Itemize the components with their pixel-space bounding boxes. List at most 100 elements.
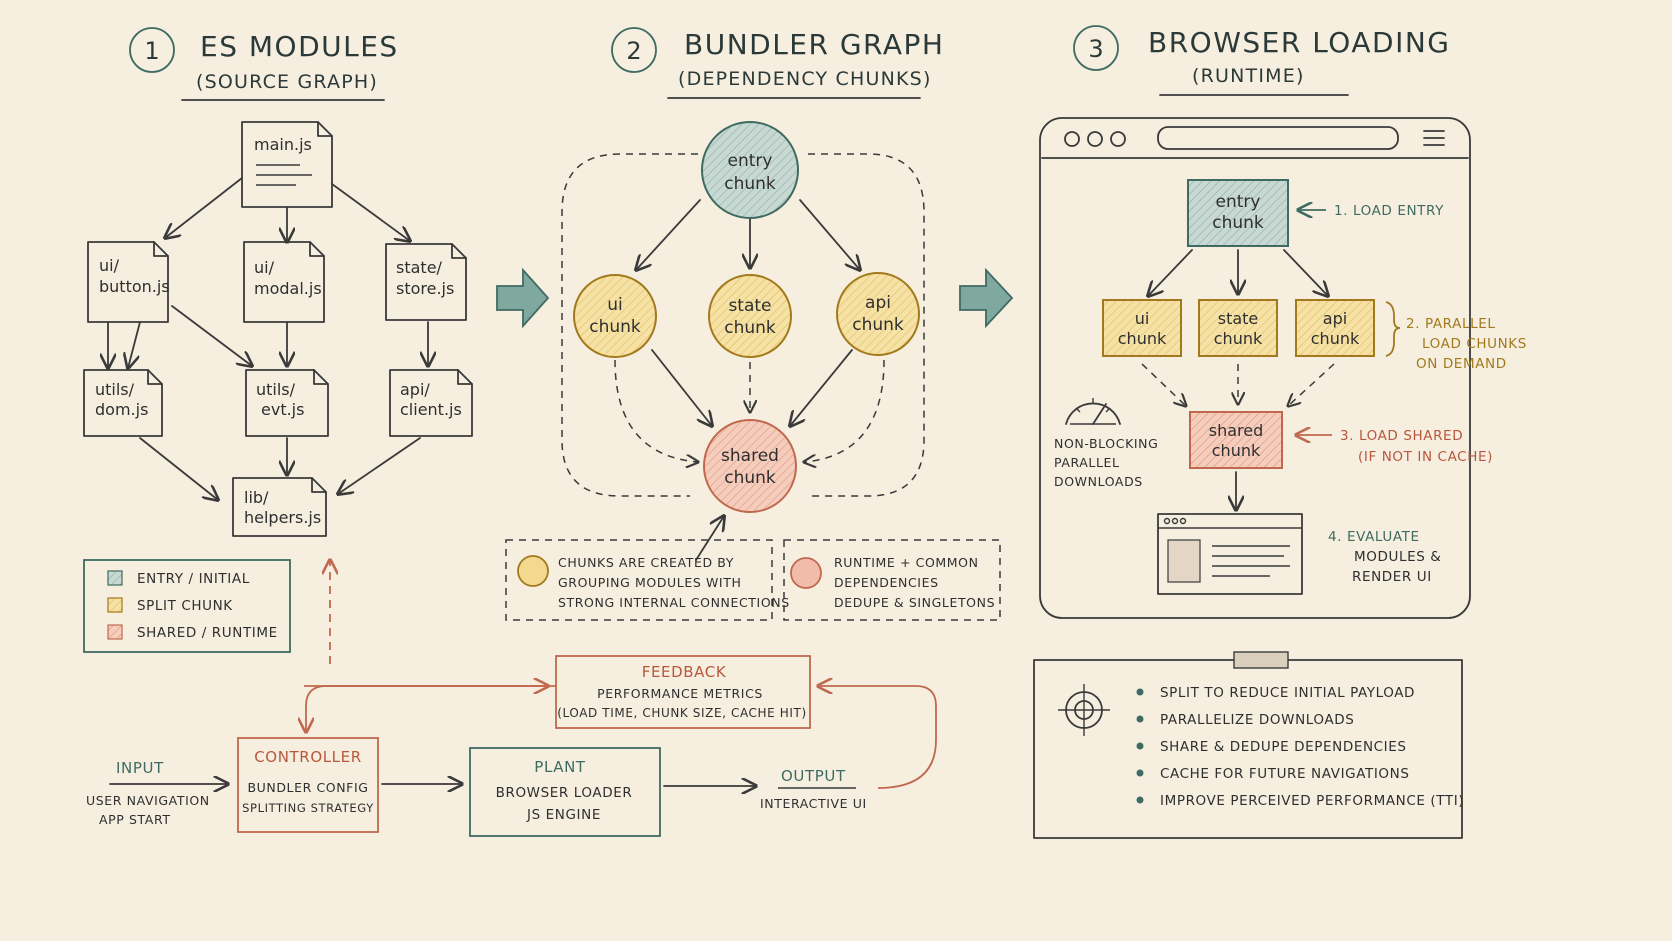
legend-shared-swatch xyxy=(107,624,123,640)
legend-entry-label: ENTRY / INITIAL xyxy=(137,571,250,587)
tape-decoration xyxy=(1233,651,1289,669)
browser-shared-line1: shared xyxy=(1209,421,1264,440)
section-1-header: 1 ES MODULES (SOURCE GRAPH) xyxy=(129,27,397,101)
plant-title: PLANT xyxy=(534,758,586,776)
legend-shared-label: SHARED / RUNTIME xyxy=(137,625,278,641)
legend-split-label: SPLIT CHUNK xyxy=(137,598,233,614)
note-grouping-line3: STRONG INTERNAL CONNECTIONS xyxy=(558,595,790,610)
goal-bullet xyxy=(1136,769,1144,777)
chunk-boundary-right xyxy=(808,153,925,497)
section-3-subtitle: (RUNTIME) xyxy=(1192,65,1305,87)
goal-item: SPLIT TO REDUCE INITIAL PAYLOAD xyxy=(1160,685,1415,701)
node-ui-line1: ui xyxy=(607,295,623,315)
legend-entry-swatch xyxy=(107,570,123,586)
note-grouping-dot xyxy=(517,555,549,587)
step3-line2: (IF NOT IN CACHE) xyxy=(1358,449,1493,465)
step4-line2: MODULES & xyxy=(1354,549,1441,565)
goals-panel: SPLIT TO REDUCE INITIAL PAYLOAD PARALLELI… xyxy=(1033,651,1464,839)
edge-api-shared xyxy=(790,349,853,426)
arrow-1-to-2 xyxy=(496,267,550,329)
file-utils-evt: utils/ evt.js xyxy=(245,369,329,437)
goal-item: SHARE & DEDUPE DEPENDENCIES xyxy=(1160,739,1407,755)
browser-state-line1: state xyxy=(1218,309,1259,328)
edge-button-dom-2 xyxy=(128,321,141,368)
edge-entry-ui xyxy=(636,199,701,270)
file-main-js: main.js xyxy=(241,121,333,208)
step4-line3: RENDER UI xyxy=(1352,569,1432,585)
goal-bullet xyxy=(1136,742,1144,750)
file-modal-dir: ui/ xyxy=(254,258,275,277)
controller-line1: BUNDLER CONFIG xyxy=(247,780,368,795)
controller-title: CONTROLLER xyxy=(254,748,362,766)
goal-item: IMPROVE PERCEIVED PERFORMANCE (TTI) xyxy=(1160,793,1464,809)
step2-bracket xyxy=(1385,301,1401,357)
goal-item: PARALLELIZE DOWNLOADS xyxy=(1160,712,1354,728)
note-runtime-line3: DEDUPE & SINGLETONS xyxy=(834,595,995,610)
source-graph: main.js ui/ button.js ui/ modal.js state… xyxy=(83,121,473,537)
plant-line2: JS ENGINE xyxy=(526,807,601,823)
section-3-header: 3 BROWSER LOADING (RUNTIME) xyxy=(1073,25,1450,96)
rendered-ui-icon xyxy=(1157,513,1303,595)
file-client-dir: api/ xyxy=(400,380,430,399)
browser-entry-line2: chunk xyxy=(1212,213,1264,233)
output-line1: INTERACTIVE UI xyxy=(760,796,867,811)
step-2-circle xyxy=(611,27,657,73)
step2-line3: ON DEMAND xyxy=(1416,356,1507,372)
node-shared-chunk xyxy=(703,419,797,513)
browser-entry-chunk xyxy=(1187,179,1289,247)
feedback-line2: (LOAD TIME, CHUNK SIZE, CACHE HIT) xyxy=(557,706,806,720)
file-main-label: main.js xyxy=(254,135,312,154)
node-api-line1: api xyxy=(865,293,891,313)
edge-api-shared-dashed xyxy=(804,359,885,462)
browser-api-line1: api xyxy=(1323,309,1347,328)
feedback-title: FEEDBACK xyxy=(642,663,727,681)
node-state-line1: state xyxy=(728,296,771,316)
browser-ui-chunk xyxy=(1102,299,1182,357)
controller-line2: SPLITTING STRATEGY xyxy=(242,801,374,815)
file-helpers-name: helpers.js xyxy=(244,508,321,527)
file-evt-dir: utils/ xyxy=(256,380,296,399)
goal-bullet xyxy=(1136,715,1144,723)
step-1-number: 1 xyxy=(144,37,159,65)
node-shared-line1: shared xyxy=(721,446,779,466)
file-dom-name: dom.js xyxy=(95,400,148,419)
step3-line1: 3. LOAD SHARED xyxy=(1340,428,1463,444)
input-line2: APP START xyxy=(99,812,171,827)
step-3-number: 3 xyxy=(1088,35,1103,63)
edge-b-api-shared xyxy=(1288,363,1335,406)
section-2-title: BUNDLER GRAPH xyxy=(684,28,944,61)
edge-main-store xyxy=(331,183,410,241)
step-2-number: 2 xyxy=(626,37,641,65)
section-3-title: BROWSER LOADING xyxy=(1148,26,1450,59)
legend-split-swatch xyxy=(107,597,123,613)
feedback-line1: PERFORMANCE METRICS xyxy=(597,686,763,701)
note-grouping-line1: CHUNKS ARE CREATED BY xyxy=(558,555,734,570)
output-to-feedback-loop xyxy=(818,686,937,789)
gauge-line1: NON-BLOCKING xyxy=(1054,436,1158,451)
goal-bullet xyxy=(1136,796,1144,804)
browser-shared-line2: chunk xyxy=(1212,441,1261,460)
goals-list: SPLIT TO REDUCE INITIAL PAYLOAD PARALLELI… xyxy=(1136,685,1464,809)
legend: ENTRY / INITIAL SPLIT CHUNK SHARED / RUN… xyxy=(83,559,291,653)
edge-dom-helpers xyxy=(139,437,218,500)
note-pointer-arrow xyxy=(695,516,724,561)
file-client-name: client.js xyxy=(400,400,462,419)
step-3-circle xyxy=(1073,25,1119,71)
note-runtime-dot xyxy=(790,557,822,589)
browser-state-line2: chunk xyxy=(1214,329,1263,348)
arrow-2-to-3 xyxy=(959,267,1014,329)
feedback-to-controller-loop xyxy=(306,685,556,732)
edge-ui-shared xyxy=(651,349,712,426)
edge-button-evt xyxy=(171,305,252,366)
note-runtime-box xyxy=(783,539,1001,621)
node-state-line2: chunk xyxy=(724,318,776,338)
edge-b-entry-api xyxy=(1283,249,1328,296)
node-entry-chunk xyxy=(701,121,799,219)
window-dot-2 xyxy=(1087,131,1103,147)
section-2-subtitle: (DEPENDENCY CHUNKS) xyxy=(678,68,932,90)
controller-box xyxy=(237,737,379,833)
gauge-line3: DOWNLOADS xyxy=(1054,474,1143,489)
file-helpers-dir: lib/ xyxy=(244,488,269,507)
